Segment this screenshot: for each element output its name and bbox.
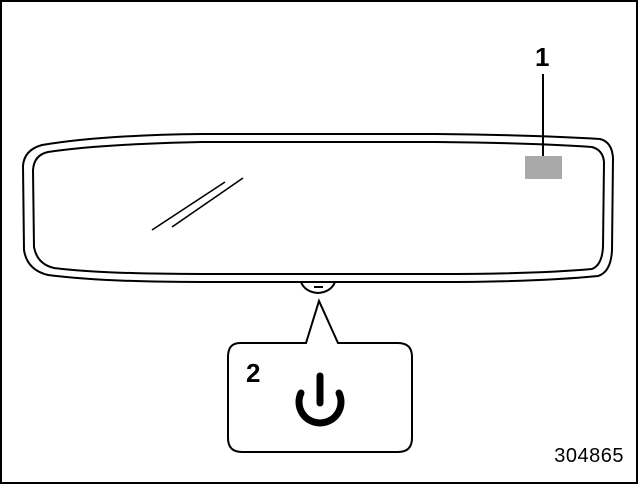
glare-line-1 <box>151 181 226 231</box>
callout-number-2: 2 <box>246 358 261 388</box>
mirror-glass-outline <box>31 141 606 275</box>
light-sensor <box>525 156 562 179</box>
figure-id: 304865 <box>554 445 624 467</box>
power-symbol-icon <box>295 372 345 427</box>
glare-line-2 <box>171 177 244 228</box>
callout-number-1: 1 <box>535 42 550 72</box>
